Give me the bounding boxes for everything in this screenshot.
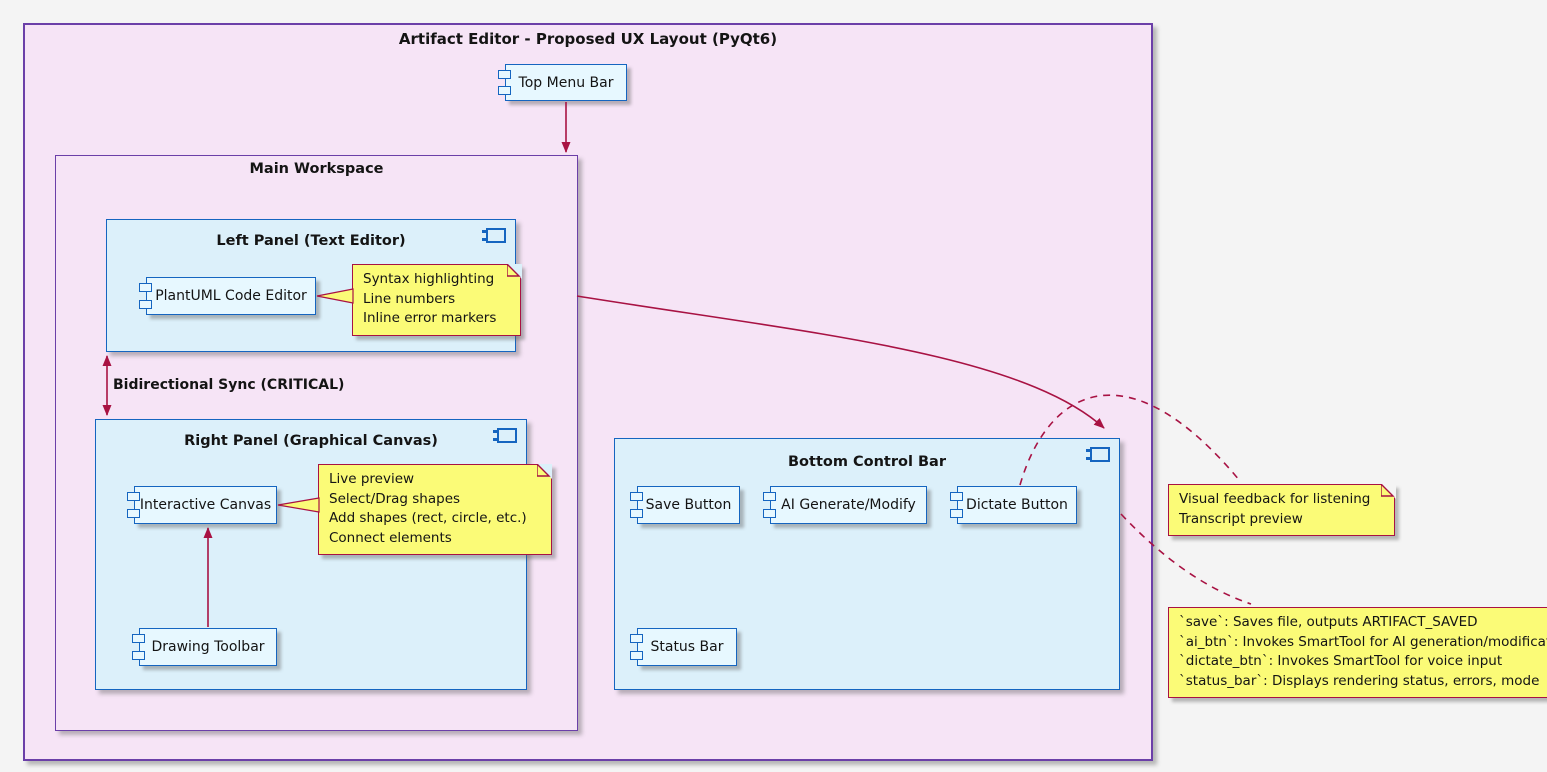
note-line: Inline error markers [363,310,497,327]
save-button-component: Save Button [630,486,740,524]
port-icon [763,509,776,518]
main-workspace-title: Main Workspace [249,161,384,177]
interactive-canvas-label: Interactive Canvas [139,497,272,513]
bottom-control-bar-title: Bottom Control Bar [788,454,946,470]
note-line: Select/Drag shapes [329,490,461,507]
note-line: Connect elements [329,529,452,546]
note-line: `dictate_btn`: Invokes SmartTool for voi… [1179,653,1503,670]
note-line: `save`: Saves file, outputs ARTIFACT_SAV… [1179,614,1478,630]
port-icon [498,70,511,79]
ai-generate-modify-label: AI Generate/Modify [781,497,916,513]
top-menu-bar-component: Top Menu Bar [498,64,627,101]
dictate-button-label: Dictate Button [966,497,1068,513]
drawing-toolbar-label: Drawing Toolbar [151,639,265,655]
port-icon [630,492,643,501]
port-icon [139,283,152,292]
note-fold-icon [1380,483,1396,499]
editor-features-note: Syntax highlighting Line numbers Inline … [352,263,522,336]
note-line: Live preview [329,471,415,487]
left-panel-title: Left Panel (Text Editor) [216,233,406,249]
control-bindings-note: `save`: Saves file, outputs ARTIFACT_SAV… [1168,607,1547,699]
component-icon [493,428,517,443]
ai-generate-modify-component: AI Generate/Modify [763,486,927,524]
port-icon [630,509,643,518]
component-icon [482,228,506,243]
note-line: Add shapes (rect, circle, etc.) [329,510,527,527]
save-button-label: Save Button [645,497,732,513]
port-icon [127,492,140,501]
note-line: Transcript preview [1179,510,1303,527]
note-line: Line numbers [363,290,456,307]
port-icon [763,492,776,501]
top-menu-bar-label: Top Menu Bar [518,74,614,91]
port-icon [498,86,511,95]
canvas-features-note: Live preview Select/Drag shapes Add shap… [318,463,553,556]
plantuml-code-editor-label: PlantUML Code Editor [155,288,307,304]
port-icon [950,509,963,518]
port-icon [630,634,643,643]
right-panel-title: Right Panel (Graphical Canvas) [184,433,438,449]
status-bar-component: Status Bar [630,628,737,666]
status-bar-label: Status Bar [650,639,724,655]
port-icon [132,651,145,660]
port-icon [630,651,643,660]
sync-edge-label: Bidirectional Sync (CRITICAL) [113,377,345,393]
component-icon [1086,447,1110,462]
drawing-toolbar-component: Drawing Toolbar [132,628,277,666]
plantuml-code-editor-component: PlantUML Code Editor [139,277,316,315]
port-icon [139,300,152,309]
port-icon [950,492,963,501]
port-icon [127,509,140,518]
note-line: `ai_btn`: Invokes SmartTool for AI gener… [1179,633,1547,650]
port-icon [132,634,145,643]
dictate-feedback-note: Visual feedback for listening Transcript… [1168,483,1396,537]
interactive-canvas-component: Interactive Canvas [127,486,277,524]
note-fold-icon [506,263,522,279]
diagram-title: Artifact Editor - Proposed UX Layout (Py… [398,30,778,48]
dictate-button-component: Dictate Button [950,486,1077,524]
note-fold-icon [537,463,553,479]
note-line: `status_bar`: Displays rendering status,… [1179,672,1540,689]
note-line: Syntax highlighting [363,271,495,287]
note-line: Visual feedback for listening [1179,491,1371,507]
